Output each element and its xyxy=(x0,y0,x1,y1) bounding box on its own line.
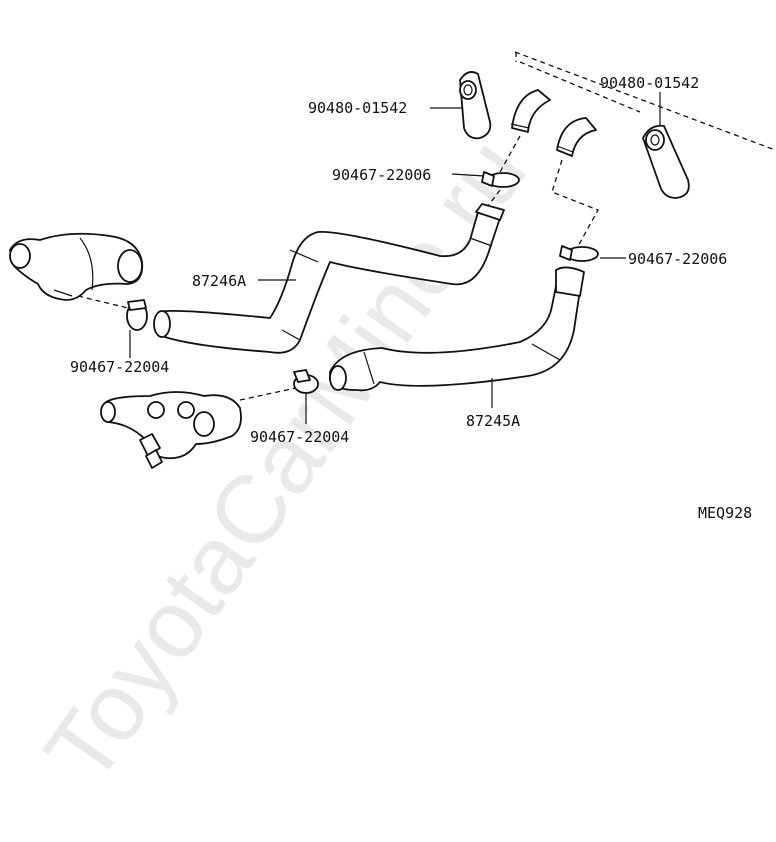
clamp-lower-left xyxy=(126,299,148,331)
clamp-lower-mid xyxy=(293,369,319,394)
label-clamp-upper-left: 90467-22006 xyxy=(332,166,431,184)
water-outlet xyxy=(9,232,144,301)
label-grommet-right: 90480-01542 xyxy=(600,74,699,92)
label-grommet-left: 90480-01542 xyxy=(308,99,407,117)
hose-87246a xyxy=(153,203,505,354)
label-clamp-lower-left: 90467-22004 xyxy=(70,358,169,376)
watermark: ToyotaCarMine.ru xyxy=(25,120,547,802)
grommet-right xyxy=(642,124,690,199)
label-clamp-upper-right: 90467-22006 xyxy=(628,250,727,268)
grommet-left xyxy=(459,71,492,140)
label-hose-lower: 87245A xyxy=(466,412,520,430)
firewall-outline xyxy=(514,51,776,151)
hose-87245a xyxy=(329,266,585,392)
elbow-pipe-right xyxy=(556,117,597,157)
diagram-code: MEQ928 xyxy=(698,504,752,522)
label-hose-upper: 87246A xyxy=(192,272,246,290)
label-clamp-lower-mid: 90467-22004 xyxy=(250,428,349,446)
elbow-pipe-left xyxy=(510,89,551,133)
clamp-upper-right xyxy=(559,245,599,262)
clamp-upper-left xyxy=(481,171,520,188)
water-inlet-housing xyxy=(100,391,242,469)
